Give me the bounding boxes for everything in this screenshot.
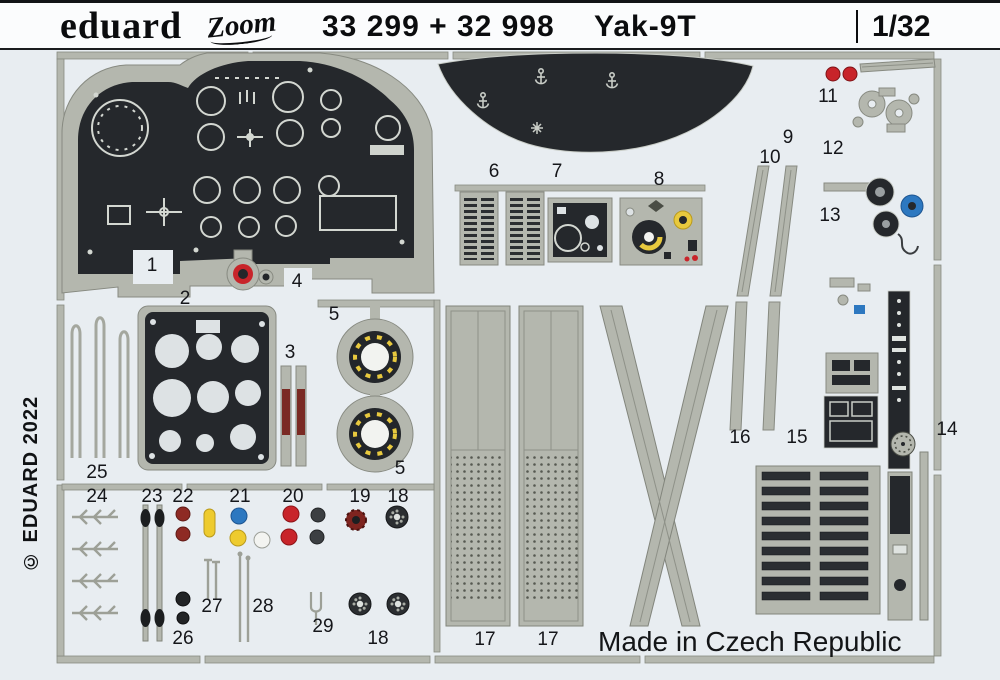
part-21-pill bbox=[203, 508, 216, 538]
part-number-label: 9 bbox=[782, 127, 794, 148]
part-number-label: 18 bbox=[367, 628, 389, 649]
parts-9-10-15-16-rails bbox=[729, 165, 798, 431]
part-number-label: 23 bbox=[141, 486, 163, 507]
part-number-label: 16 bbox=[729, 427, 751, 448]
catalog-numbers: 33 299 + 32 998 bbox=[322, 10, 555, 43]
parts-17-side-panels bbox=[445, 305, 584, 627]
part-22-button bbox=[175, 506, 191, 522]
header-bar: eduard Zoom 33 299 + 32 998 Yak-9T 1/32 bbox=[0, 0, 1000, 50]
zoom-series-logo: Zoom bbox=[205, 5, 278, 45]
part-6-radiator-grilles bbox=[459, 191, 545, 266]
part-number-label: 4 bbox=[291, 271, 303, 292]
part-25-hairpins bbox=[70, 316, 130, 458]
part-number-label: 17 bbox=[474, 629, 496, 650]
part-26-button bbox=[176, 611, 190, 625]
part-number-label: 27 bbox=[201, 596, 223, 617]
part-number-label: 10 bbox=[759, 147, 781, 168]
part-19-rosette bbox=[345, 509, 367, 531]
part-number-label: 26 bbox=[172, 628, 194, 649]
part-29-fork bbox=[309, 592, 323, 625]
part-number-label: 5 bbox=[394, 458, 406, 479]
copyright-vertical-text: © EDUARD 2022 bbox=[20, 395, 42, 572]
scale-label: 1/32 bbox=[872, 10, 931, 43]
made-in-text: Made in Czech Republic bbox=[598, 626, 902, 657]
part-20-button bbox=[280, 528, 298, 546]
part-28-needles bbox=[238, 556, 250, 642]
part-1-instrument-panel bbox=[61, 52, 435, 298]
part-number-label: 20 bbox=[282, 486, 304, 507]
eduard-brand-logo: eduard bbox=[60, 5, 183, 47]
part-12-brackets bbox=[852, 87, 920, 133]
part-number-label: 19 bbox=[349, 486, 371, 507]
part-number-label: 13 bbox=[819, 205, 841, 226]
part-13-gauges bbox=[823, 177, 924, 255]
part-number-label: 11 bbox=[818, 86, 838, 107]
fret-frame bbox=[56, 51, 942, 664]
part-number-label: 28 bbox=[252, 596, 274, 617]
part-21-button-white bbox=[253, 531, 271, 549]
part-22-button bbox=[175, 526, 191, 542]
canopy-frame-part bbox=[437, 52, 754, 153]
part-number-label: 15 bbox=[786, 427, 808, 448]
subject-name: Yak-9T bbox=[594, 10, 697, 43]
part-4-gauge bbox=[226, 249, 274, 291]
part-7-plate bbox=[547, 197, 613, 263]
canopy-rail-wedges bbox=[599, 305, 729, 627]
part-number-label: 2 bbox=[179, 288, 191, 309]
part-number-label: 7 bbox=[551, 161, 563, 182]
part-number-label: 3 bbox=[284, 342, 296, 363]
part-number-label: 29 bbox=[312, 616, 334, 637]
part-14-cluster bbox=[755, 277, 929, 621]
part-number-label: 22 bbox=[172, 486, 194, 507]
part-20-button-dark bbox=[309, 529, 325, 545]
part-number-label: 24 bbox=[86, 486, 108, 507]
part-20-button-dark bbox=[310, 507, 326, 523]
part-21-button-yellow bbox=[229, 529, 247, 547]
part-number-label: 14 bbox=[936, 419, 958, 440]
part-number-label: 5 bbox=[328, 304, 340, 325]
small-parts-area bbox=[70, 316, 410, 642]
part-21-button-blue bbox=[230, 507, 248, 525]
part-27-pins bbox=[204, 558, 220, 600]
part-11-knobs bbox=[825, 58, 936, 82]
part-number-label: 12 bbox=[822, 138, 844, 159]
part-20-button bbox=[282, 505, 300, 523]
part-number-label: 8 bbox=[653, 169, 665, 190]
part-number-label: 25 bbox=[86, 462, 108, 483]
part-23-levers bbox=[140, 504, 165, 642]
part-3-strips bbox=[280, 365, 307, 467]
part-number-label: 6 bbox=[488, 161, 500, 182]
part-number-label: 1 bbox=[146, 255, 158, 276]
part-8-plate bbox=[619, 197, 703, 266]
part-26-button bbox=[175, 591, 191, 607]
part-5-reflectors bbox=[336, 306, 414, 473]
part-2-panel bbox=[137, 305, 277, 471]
header-divider bbox=[856, 10, 858, 43]
part-number-label: 21 bbox=[229, 486, 251, 507]
part-number-label: 17 bbox=[537, 629, 559, 650]
part-number-label: 18 bbox=[387, 486, 409, 507]
sparkle-mark-icon bbox=[531, 122, 543, 134]
